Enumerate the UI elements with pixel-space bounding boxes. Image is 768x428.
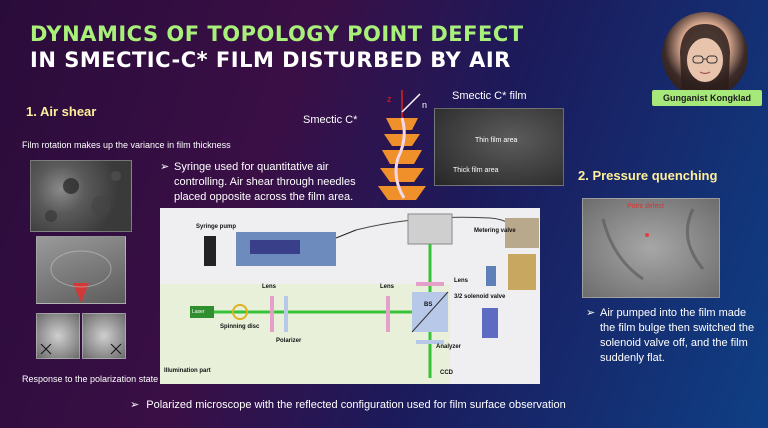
film-rotation-pattern: [45, 171, 121, 222]
syringe-bullet: ➢ Syringe used for quantitative air cont…: [160, 160, 370, 205]
microscope-setup-diagram: Syringe pump Metering valve Lens Lens Le…: [160, 208, 540, 384]
air-shear-needle: [50, 250, 112, 303]
polarization-caption: Response to the polarization state: [22, 374, 159, 384]
syringe-bullet-text: Syringe used for quantitative air contro…: [174, 161, 356, 203]
smectic-layer-diagram: [378, 90, 426, 200]
film-rotation-image: [30, 160, 132, 232]
pressure-quenching-image: Point defect: [582, 198, 720, 298]
ccd-label: CCD: [440, 370, 453, 376]
pressure-bullet: ➢ Air pumped into the film made the film…: [586, 306, 756, 366]
lens-label-2: Lens: [380, 284, 395, 290]
pressure-bullet-text: Air pumped into the film made the film b…: [600, 307, 755, 364]
illumination-label: Illumination part: [164, 368, 211, 374]
smectic-label: Smectic C*: [303, 114, 358, 126]
title-line-2: IN SMECTIC-C* FILM DISTURBED BY AIR: [30, 48, 511, 72]
axis-n-label: n: [422, 100, 428, 110]
bullet-arrow-icon: ➢: [160, 161, 170, 173]
analyzer-cross-icon: [110, 343, 122, 355]
setup-schematic: [190, 213, 539, 378]
point-defect-label: Point defect: [627, 203, 664, 210]
spinning-disc-label: Spinning disc: [220, 324, 260, 330]
bs-label: BS: [424, 302, 433, 308]
presenter-name: Gunganist Kongklad: [652, 90, 762, 106]
bullet-arrow-icon: ➢: [130, 399, 140, 411]
metering-valve-label: Metering valve: [474, 228, 516, 234]
thin-film-label: Thin film area: [475, 137, 518, 144]
smectic-film-image: Thin film area Thick film area: [434, 108, 564, 186]
bullet-arrow-icon: ➢: [586, 307, 596, 319]
footer-bullet-text: Polarized microscope with the reflected …: [146, 399, 566, 411]
polarizer-label: Polarizer: [276, 338, 302, 344]
polarization-image-1: [36, 313, 80, 359]
lens-label-3: Lens: [454, 278, 469, 284]
point-defect-pattern: [601, 208, 705, 281]
section-2-heading: 2. Pressure quenching: [578, 168, 718, 183]
section-1-heading: 1. Air shear: [26, 104, 97, 119]
illumination-region: [160, 284, 450, 384]
air-shear-image: [36, 236, 126, 304]
axis-z-label: z: [387, 94, 392, 104]
presenter-photo: [662, 12, 748, 98]
analyzer-label: Analyzer: [436, 344, 462, 350]
syringe-pump-label: Syringe pump: [196, 224, 237, 230]
lens-label-1: Lens: [262, 284, 277, 290]
polarizer-cross-icon: [40, 343, 52, 355]
presenter-face-illustration: [680, 24, 730, 98]
section-1-subtitle: Film rotation makes up the variance in f…: [22, 140, 231, 150]
smectic-film-title: Smectic C* film: [452, 90, 527, 102]
laser-label: Laser: [192, 309, 205, 315]
smectic-structure: [376, 88, 436, 203]
solenoid-label: 3/2 solenoid valve: [454, 294, 506, 300]
thick-film-label: Thick film area: [453, 167, 499, 174]
footer-bullet: ➢ Polarized microscope with the reflecte…: [130, 398, 566, 413]
title-line-1: DYNAMICS OF TOPOLOGY POINT DEFECT: [30, 22, 524, 46]
polarization-image-2: [82, 313, 126, 359]
